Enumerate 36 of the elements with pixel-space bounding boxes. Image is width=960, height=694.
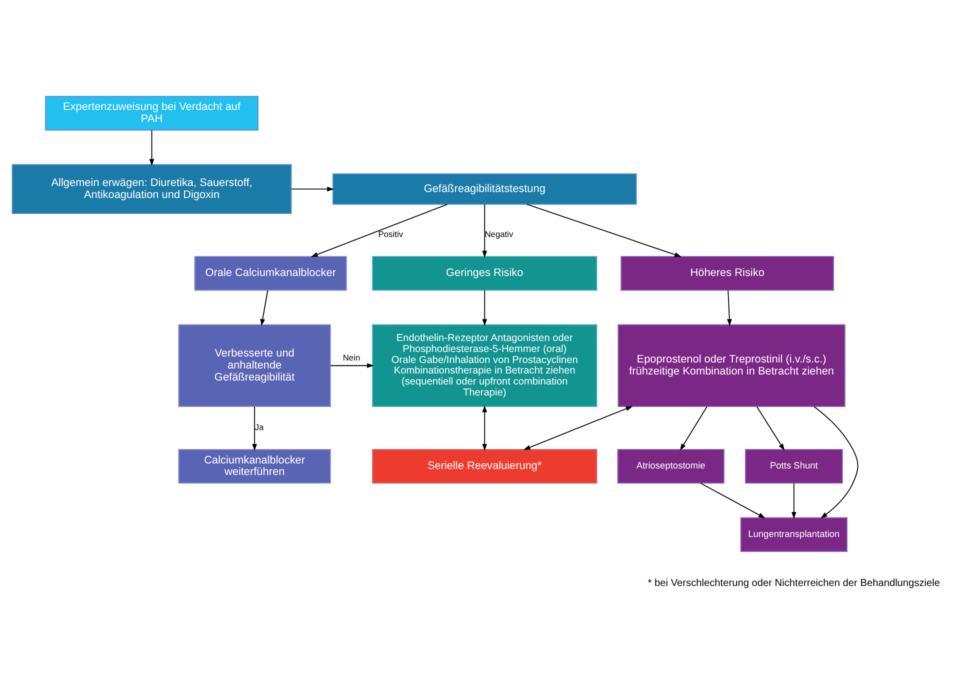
arrow xyxy=(814,406,858,518)
arrow xyxy=(756,406,785,450)
node-box: Lungentransplantation xyxy=(740,516,848,552)
arrow xyxy=(523,406,633,450)
node-box: Atrioseptostomie xyxy=(617,448,724,484)
arrow xyxy=(260,289,268,326)
arrow xyxy=(482,203,488,258)
node-box: Geringes Risiko xyxy=(372,255,598,290)
arrow xyxy=(330,362,374,368)
edge-label: Ja xyxy=(254,422,264,432)
node-box: Expertenzuweisung bei Verdacht auf PAH xyxy=(45,95,258,130)
arrow xyxy=(727,289,732,326)
arrow xyxy=(482,404,488,450)
node-box: Orale Calciumkanalblocker xyxy=(194,255,347,290)
arrow xyxy=(526,203,682,256)
arrow xyxy=(149,129,154,166)
arrow xyxy=(252,406,257,450)
node-box: Höheres Risiko xyxy=(620,255,834,290)
node-box: Epoprostenol oder Treprostinil (i.v./s.c.) frühzeitige Kombination in Betracht ziehen xyxy=(618,324,846,406)
node-box: Allgemein erwägen: Diuretika, Sauerstoff, Antikoagulation und Digoxin xyxy=(12,164,292,214)
edge-label: Negativ xyxy=(484,228,514,239)
label: * bei Verschlechterung oder Nichterreichen der Behandlungsziele xyxy=(648,578,940,589)
node-box: Serielle Reevaluierung* xyxy=(372,448,598,484)
arrow xyxy=(791,482,796,518)
arrow xyxy=(680,406,708,450)
node-box: Calciumkanalblocker weiterführen xyxy=(178,448,331,484)
arrow xyxy=(310,203,448,256)
edge-label: Nein xyxy=(342,352,360,362)
node-box: Endothelin-Rezeptor Antagonisten oder Phosphodiesterase-5-Hemmer (oral) Orale Gabe/Inhalation von Prostacyclinen Kombinationstherapie in Betracht ziehen (sequentiell oder upfront combination Therapie) xyxy=(372,324,598,406)
node-box: Potts Shunt xyxy=(744,448,843,484)
arrow xyxy=(700,482,766,518)
edge-label: Positiv xyxy=(378,228,404,239)
node-box: Gefäßreagibilitätstestung xyxy=(332,172,637,204)
arrow xyxy=(291,186,334,191)
arrow xyxy=(482,289,488,326)
node-box: Verbesserte und anhaltende Gefäßreagibilität xyxy=(178,324,331,406)
